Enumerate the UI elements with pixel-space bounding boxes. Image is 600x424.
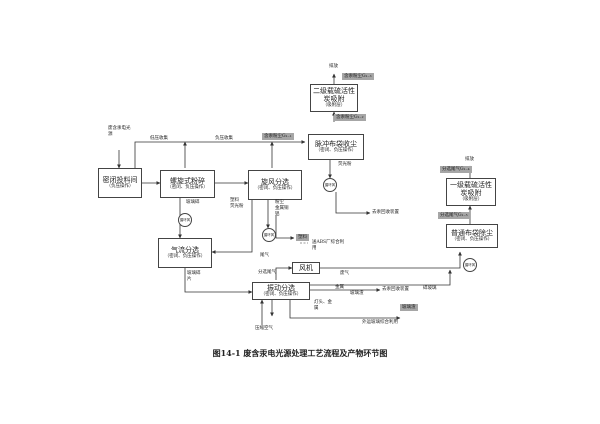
blower-box: 风机 [292,262,320,274]
spiral-crusher-box: 螺旋式粉碎 （密闭、负压操作） [160,170,215,198]
hg-dust-tag: 含汞粉尘G₁₋₃ [342,73,374,80]
common-bag-filter-box: 普通布袋除尘 （密闭、负压操作） [446,224,498,248]
flow-arrow [335,192,371,215]
figure-caption: 图14-1 废含汞电光源处理工艺流程及产物环节图 [212,348,388,358]
pulse-bag-collector-label: 脉冲布袋收尘 [315,140,357,149]
flow-label: 金属 [335,285,344,290]
glass-tag: 玻璃渣 [400,304,418,311]
cyclone-separator-label: 旋风分选 [261,178,289,187]
secondary-carbon-adsorber-sub: （吸附层） [322,103,346,109]
flow-label: 灯头、金属 [314,300,332,311]
plastic-tag: 塑料 [296,234,309,241]
flow-label: 分选尾气 [258,270,276,275]
circulation-fan-icon: 循环风 [178,213,192,227]
flow-label: 荧光粉 [338,162,352,167]
flow-arrow [275,266,293,280]
emit-label: 排放 [329,64,338,69]
vibration-separator-sub: （密闭、负压操作） [260,292,302,298]
flow-arrow [320,251,462,269]
sep-tail-gas-tag: 分选尾气G₁₋₄ [440,166,472,173]
circulation-fan-icon: 循环风 [262,228,276,242]
pulse-bag-collector-sub: （密闭、负压操作） [315,148,357,154]
circulation-fan-icon: 循环风 [463,258,477,272]
flow-label: 尾气 [260,253,269,258]
spiral-crusher-sub: （密闭、负压操作） [167,185,208,191]
spiral-crusher-label: 螺旋式粉碎 [170,177,205,186]
flow-label: 玻璃渣 [350,291,364,296]
fan-label: 循环风 [179,217,191,222]
airflow-separator-sub: （密闭、负压操作） [164,254,206,260]
flow-label: 碎玻璃 [423,286,437,291]
flow-label: 负压收集 [215,136,233,141]
primary-carbon-adsorber-label: 一级载硫活性炭吸附 [450,181,492,198]
glass-destination-label: 外运玻璃综合利用 [362,320,398,325]
emit-label: 排放 [465,157,474,162]
flow-label: 荧光粉 [230,204,244,209]
flow-label: 粉尘 [275,200,284,205]
common-bag-filter-label: 普通布袋除尘 [451,229,493,238]
vibration-separator-label: 振动分选 [267,284,295,293]
primary-carbon-adsorber-sub: （吸附层） [459,197,483,203]
recovery-label: 去汞回收装置 [382,287,409,292]
closed-feed-room-label: 密闭投料间 [102,176,138,185]
flow-label: 低压收集 [150,136,168,141]
fan-label: 循环风 [324,182,336,187]
primary-carbon-adsorber-box: 一级载硫活性炭吸附 （吸附层） [446,178,496,206]
vibration-separator-box: 振动分选 （密闭、负压操作） [252,282,310,300]
flow-label: 玻璃碎 [186,200,200,205]
flow-arrow [184,268,253,294]
flow-arrow [289,300,401,320]
airflow-separator-label: 气流分选 [171,246,199,255]
secondary-carbon-adsorber-box: 二级载硫活性炭吸附 （吸附层） [310,84,358,112]
blower-label: 风机 [299,264,313,272]
flow-arrow [211,200,253,254]
recovery-label: 去汞回收装置 [372,210,399,215]
airflow-separator-box: 气流分选 （密闭、负压操作） [158,238,212,268]
flow-arrow [134,140,306,168]
cyclone-separator-box: 旋风分选 （密闭、负压操作） [248,170,302,200]
plastic-destination-label: 送ABS厂综合利用 [312,240,345,251]
cyclone-separator-sub: （密闭、负压操作） [254,186,296,192]
flow-label: 塑料 [230,198,239,203]
flow-label: 金属铜铝 [275,206,289,217]
fan-label: 循环风 [263,232,275,237]
flow-arrow [310,269,452,286]
hg-dust-tag: 含汞粉尘G₁₋₂ [334,114,366,121]
secondary-carbon-adsorber-label: 二级载硫活性炭吸附 [313,87,355,104]
pulse-bag-collector-box: 脉冲布袋收尘 （密闭、负压操作） [308,134,364,160]
flow-arrow [275,215,295,240]
flow-label: 废气 [340,271,349,276]
fan-label: 循环风 [464,262,476,267]
flow-label: 玻璃碎片 [187,271,201,282]
air-input-label: 压缩空气 [255,326,273,331]
closed-feed-room-box: 密闭投料间 （负压操作） [98,168,142,198]
common-bag-filter-sub: （密闭、负压操作） [451,237,493,243]
hg-dust-tag: 含汞粉尘G₁₋₁ [262,133,294,140]
source-label: 废含汞电光源 [108,126,131,137]
circulation-fan-icon: 循环风 [323,178,337,192]
sep-tail-gas-tag: 分选尾气G₁₋₅ [438,212,470,219]
closed-feed-room-sub: （负压操作） [106,184,134,190]
